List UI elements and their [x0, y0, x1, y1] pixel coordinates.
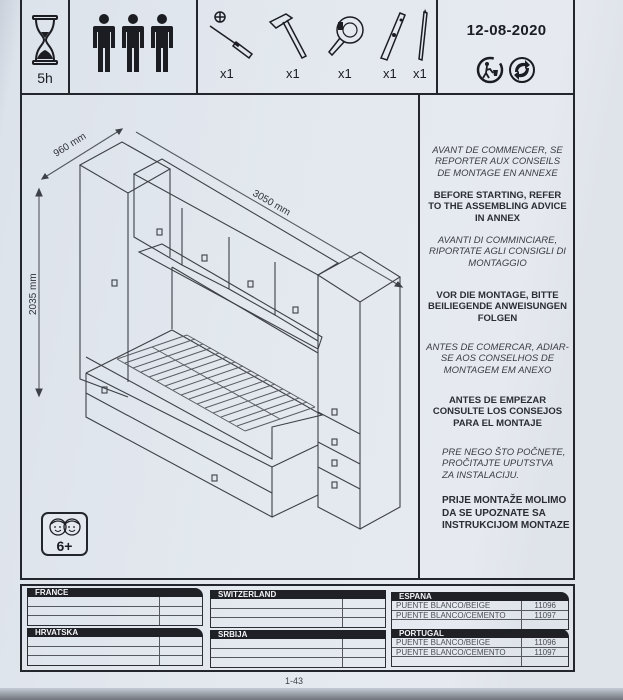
- country-name: SRBIJA: [210, 630, 386, 639]
- page-number: 1-43: [285, 676, 304, 686]
- product-row: PUENTE BLANCO/BEIGE 11096: [392, 601, 568, 611]
- product-row: PUENTE BLANCO/BEIGE 11096: [392, 638, 568, 648]
- furniture-isometric-drawing: 960 mm 3050 mm 2035 mm: [28, 128, 404, 530]
- product-row: PUENTE BLANCO/CEMENTO 11097: [392, 647, 568, 657]
- children-faces-icon: [49, 518, 81, 536]
- country-block-france: FRANCE: [27, 588, 203, 626]
- country-name: FRANCE: [27, 588, 203, 597]
- hammer-icon: [268, 13, 308, 59]
- assembly-time-label: 5h: [37, 70, 53, 86]
- spirit-level-count: x1: [383, 66, 397, 81]
- three-people-icon: [93, 14, 173, 72]
- page-shadow: [0, 688, 623, 700]
- country-name: HRVATSKA: [27, 628, 203, 637]
- note-sr: PRE NEGO ŠTO POČNETE,PROČITAJTE UPUTSTVA…: [442, 447, 566, 481]
- hammer-count: x1: [286, 66, 300, 81]
- product-name: PUENTE BLANCO/BEIGE: [396, 601, 491, 610]
- product-code: 11096: [534, 638, 556, 647]
- country-block-srbija: SRBIJA: [210, 630, 386, 668]
- product-name: PUENTE BLANCO/CEMENTO: [396, 647, 506, 657]
- product-name: PUENTE BLANCO/CEMENTO: [396, 610, 506, 620]
- tools-cell: x1 x1 x1 x1 x1: [198, 0, 438, 95]
- country-reference-table: [20, 584, 575, 672]
- product-code: 11097: [534, 647, 556, 657]
- main-frame: [20, 0, 575, 580]
- product-name: PUENTE BLANCO/BEIGE: [396, 638, 491, 647]
- product-code: 11096: [534, 601, 556, 610]
- tape-measure-icon: [327, 16, 364, 57]
- hourglass-icon: [32, 15, 58, 65]
- country-block-portugal: PORTUGAL PUENTE BLANCO/BEIGE 11096 PUENT…: [391, 629, 569, 667]
- people-cell: [70, 0, 198, 95]
- country-name: PORTUGAL: [391, 629, 569, 638]
- country-name: SWITZERLAND: [210, 590, 386, 599]
- age-badge: 6+: [41, 512, 88, 556]
- tape-measure-count: x1: [338, 66, 352, 81]
- assembly-time-cell: 5h: [20, 0, 70, 95]
- spirit-level-icon: [379, 12, 406, 61]
- pencil-icon: [418, 9, 428, 62]
- pencil-count: x1: [413, 66, 427, 81]
- country-block-hrvatska: HRVATSKA: [27, 628, 203, 666]
- age-label: 6+: [56, 538, 73, 554]
- note-pt: ANTES DE COMERCAR, ADIAR-SE AOS CONSELHO…: [426, 342, 569, 376]
- product-row: PUENTE BLANCO/CEMENTO 11097: [392, 610, 568, 620]
- note-it: AVANTI DI COMMINCIARE,RIPORTATE AGLI CON…: [429, 235, 566, 269]
- screwdriver-count: x1: [220, 66, 234, 81]
- green-dot-icon: [509, 57, 535, 83]
- tidyman-recycle-icon: [476, 56, 504, 84]
- country-block-switzerland: SWITZERLAND: [210, 590, 386, 628]
- country-block-espana: ESPANA PUENTE BLANCO/BEIGE 11096 PUENTE …: [391, 592, 569, 630]
- product-code: 11097: [534, 610, 556, 620]
- country-name: ESPANA: [391, 592, 569, 601]
- header-row: 5h x1 x1: [20, 0, 575, 95]
- document-date: 12-08-2020: [466, 22, 547, 39]
- phillips-screwdriver-icon: [209, 11, 254, 60]
- date-cell: 12-08-2020: [438, 0, 575, 95]
- width-dimension: 3050 mm: [251, 188, 293, 218]
- height-dimension: 2035 mm: [28, 273, 39, 315]
- depth-dimension: 960 mm: [52, 131, 88, 159]
